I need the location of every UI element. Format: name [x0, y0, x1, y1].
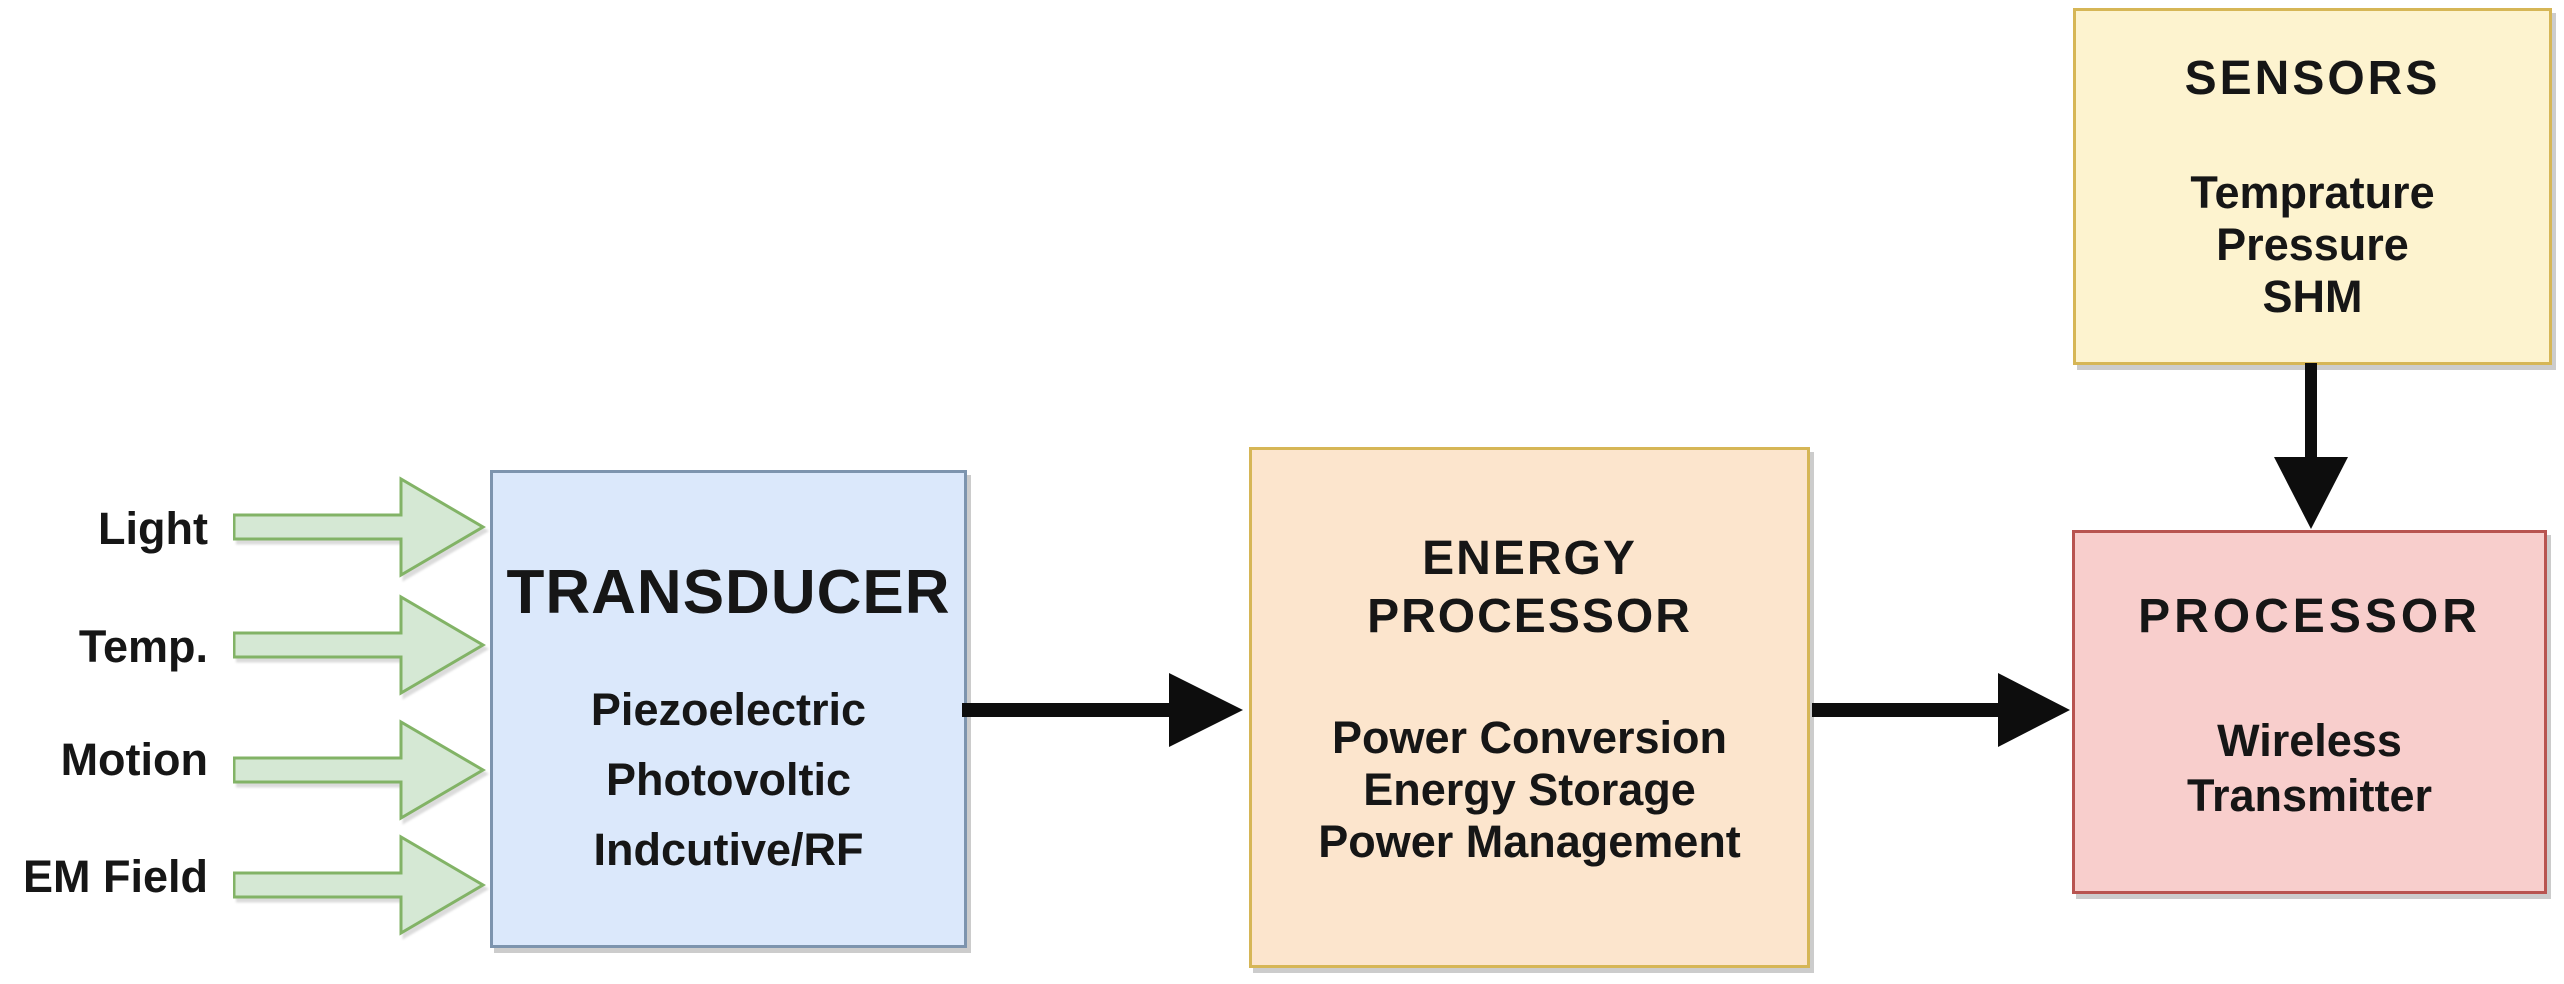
input-arrow-light-icon: [233, 476, 486, 578]
transducer-item: Indcutive/RF: [593, 824, 864, 875]
arrow-head: [1169, 673, 1243, 747]
flow-arrow-transducer-to-energy-processor-icon: [962, 673, 1243, 747]
energy-processor-item: Power Conversion: [1331, 712, 1728, 763]
sensors-item: Pressure: [2216, 219, 2409, 270]
transducer-title: TRANSDUCER: [506, 558, 951, 627]
input-arrow-temp-icon: [233, 594, 486, 696]
processor-box: PROCESSOR Wireless Transmitter: [2072, 530, 2547, 894]
arrow-head: [1998, 673, 2070, 747]
sensors-title: SENSORS: [2184, 52, 2441, 105]
processor-items: Wireless Transmitter: [2145, 713, 2475, 823]
energy-processor-box: ENERGY PROCESSOR Power Conversion Energy…: [1249, 447, 1810, 968]
processor-item: Wireless Transmitter: [2186, 715, 2433, 821]
input-label-temp: Temp.: [78, 621, 208, 672]
arrow-shaft: [962, 703, 1169, 717]
block-arrow-shape: [233, 594, 486, 696]
transducer-items: Piezoelectric Photovoltic Indcutive/RF: [591, 675, 866, 885]
sensors-item: SHM: [2262, 271, 2363, 322]
processor-title: PROCESSOR: [2138, 590, 2481, 643]
flow-arrow-energy-processor-to-processor-icon: [1812, 673, 2070, 747]
transducer-item: Photovoltic: [606, 754, 851, 805]
sensors-box: SENSORS Temprature Pressure SHM: [2073, 8, 2552, 365]
input-label-em-field: EM Field: [22, 851, 208, 902]
energy-processor-item: Energy Storage: [1363, 764, 1696, 815]
block-arrow-shape: [233, 834, 486, 936]
arrow-shaft: [2305, 363, 2317, 459]
arrow-head: [2274, 457, 2348, 529]
block-arrow-shape: [233, 476, 486, 578]
energy-processor-item: Power Management: [1318, 816, 1741, 867]
block-arrow-shape: [233, 719, 486, 821]
flow-arrow-sensors-to-processor-icon: [2274, 363, 2348, 529]
arrow-shaft: [1812, 703, 1998, 717]
sensors-items: Temprature Pressure SHM: [2190, 167, 2434, 323]
input-arrow-em-field-icon: [233, 834, 486, 936]
input-label-motion: Motion: [60, 734, 208, 785]
input-arrow-motion-icon: [233, 719, 486, 821]
transducer-box: TRANSDUCER Piezoelectric Photovoltic Ind…: [490, 470, 967, 948]
energy-processor-title: ENERGY PROCESSOR: [1367, 532, 1692, 643]
transducer-item: Piezoelectric: [590, 684, 867, 735]
energy-processor-items: Power Conversion Energy Storage Power Ma…: [1318, 712, 1741, 868]
input-label-light: Light: [98, 503, 208, 554]
sensors-item: Temprature: [2190, 167, 2435, 218]
